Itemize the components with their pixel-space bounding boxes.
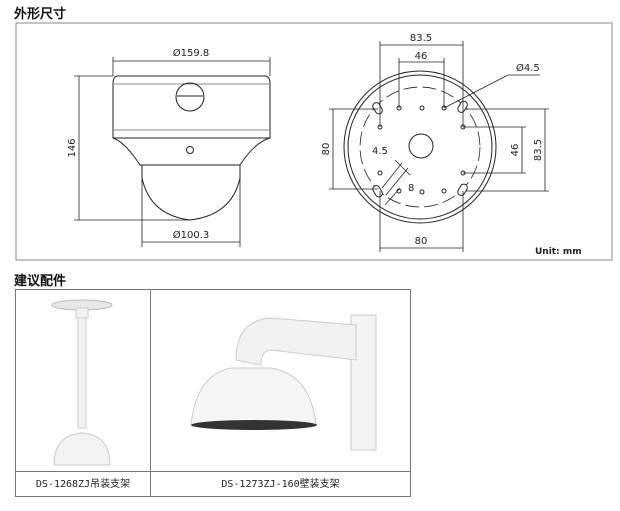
hole-diameter-label: Ø4.5	[516, 62, 540, 74]
accessory-caption-wall: DS-1273ZJ-160壁装支架	[151, 471, 410, 497]
right-inner-span-label: 46	[510, 144, 521, 157]
wall-mount-image	[190, 314, 377, 451]
slot-width-label: 4.5	[372, 146, 388, 157]
column-divider	[150, 290, 151, 496]
height-label: 146	[67, 138, 78, 157]
mount-outer-span-label: 83.5	[410, 33, 432, 44]
slot-length-label: 8	[408, 183, 414, 194]
accessories-heading: 建议配件	[14, 274, 67, 289]
right-outer-span-label: 83.5	[533, 139, 544, 161]
accessory-caption-ceiling: DS-1268ZJ吊装支架	[16, 471, 150, 497]
top-diameter-label: Ø159.8	[173, 47, 210, 59]
ceiling-mount-image	[51, 299, 113, 466]
drawing-frame	[15, 22, 613, 261]
dimensions-heading: 外形尺寸	[14, 7, 67, 22]
accessories-table: DS-1268ZJ吊装支架 DS-1273ZJ-160壁装支架	[15, 289, 411, 497]
mount-plate	[343, 70, 497, 224]
dimension-lines	[74, 57, 271, 247]
unit-label: Unit: mm	[535, 247, 582, 257]
dimension-drawing: Ø159.8 146 Ø100.3 83.5 46 Ø4.5 80	[15, 22, 613, 261]
left-span-label: 80	[321, 143, 332, 156]
mount-inner-span-label: 46	[415, 51, 428, 62]
bottom-span-label: 80	[415, 236, 428, 247]
camera-side-view	[112, 75, 271, 221]
dome-diameter-label: Ø100.3	[173, 229, 210, 241]
mount-dimension-lines	[329, 41, 549, 252]
